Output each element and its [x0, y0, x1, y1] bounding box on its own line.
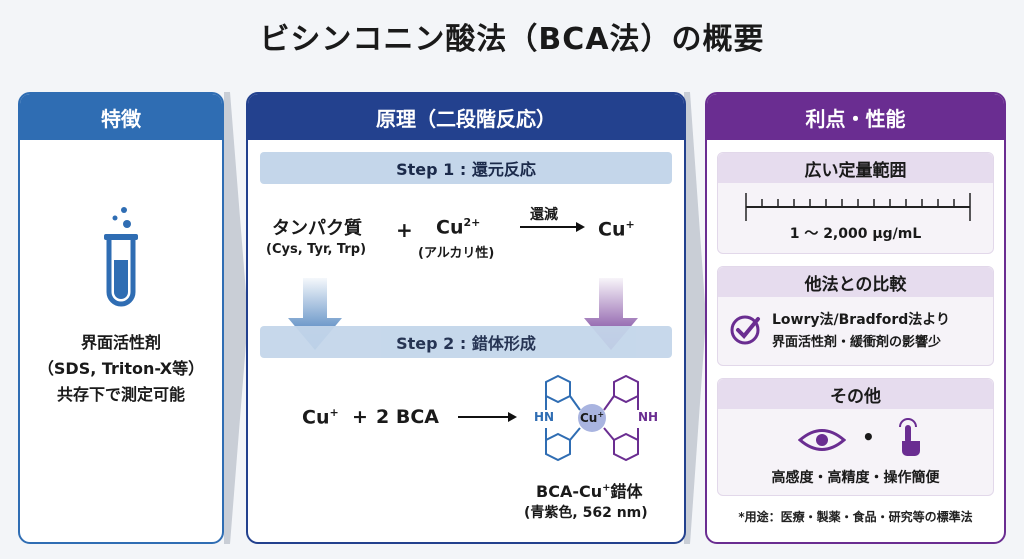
- separator-dot: •: [862, 425, 875, 449]
- reaction-arrow-icon: [458, 412, 517, 422]
- step1-bar: Step 1 : 還元反応: [260, 152, 672, 184]
- cu2-label: Cu2+: [436, 216, 481, 239]
- touch-icon: [899, 418, 920, 456]
- compare-title: 他法との比較: [718, 267, 993, 297]
- nh-left-label: HN: [534, 410, 555, 424]
- advantages-panel: 利点・性能 広い定量範囲 1 ～ 2,000 μg/mL 他法との比較 Lowr…: [705, 92, 1006, 544]
- plus-sign: +: [396, 218, 413, 242]
- principle-header: 原理（二段階反応）: [248, 94, 684, 140]
- complex-note: (青紫色, 562 nm): [524, 505, 648, 521]
- step2-bar: Step 2 : 錯体形成: [260, 326, 672, 358]
- other-box: その他 • 高感度・高精度・操作簡便: [717, 378, 994, 496]
- test-tube-icon: [104, 207, 138, 307]
- nh-right-label: NH: [638, 410, 659, 424]
- alkaline-label: (アルカリ性): [418, 246, 495, 261]
- eye-icon: [798, 429, 846, 451]
- check-circle-icon: [730, 315, 760, 345]
- features-line: 界面活性剤: [80, 333, 161, 352]
- range-box: 広い定量範囲 1 ～ 2,000 μg/mL: [717, 152, 994, 254]
- principle-panel: 原理（二段階反応） Step 1 : 還元反応 タンパク質 (Cys, Tyr,…: [246, 92, 686, 544]
- advantages-header: 利点・性能: [707, 94, 1004, 140]
- chevron-right-icon: [224, 92, 248, 544]
- features-line: 共存下で測定可能: [56, 385, 185, 404]
- features-line: （SDS, Triton-X等）: [37, 359, 205, 378]
- compare-line: 界面活性剤・緩衝剤の影響少: [772, 335, 942, 350]
- features-text: 界面活性剤 （SDS, Triton-X等） 共存下で測定可能: [20, 330, 222, 408]
- bca-cu-complex-icon: [545, 374, 639, 462]
- chevron-right-icon: [684, 92, 706, 544]
- residues-label: (Cys, Tyr, Trp): [266, 242, 367, 257]
- compare-box: 他法との比較 Lowry法/Bradford法より 界面活性剤・緩衝剤の影響少: [717, 266, 994, 366]
- reaction-arrow-icon: [520, 222, 585, 232]
- cu1-product: Cu+: [598, 218, 635, 241]
- features-header: 特徴: [20, 94, 222, 140]
- reduction-label: 還減: [530, 207, 558, 223]
- compare-line: Lowry法/Bradford法より: [772, 312, 951, 328]
- other-title: その他: [718, 379, 993, 409]
- complex-center-label: Cu+: [580, 410, 605, 425]
- protein-label: タンパク質: [272, 218, 362, 239]
- range-value: 1 ～ 2,000 μg/mL: [789, 226, 922, 242]
- other-text: 高感度・高精度・操作簡便: [771, 470, 940, 486]
- plus-sign: +: [352, 406, 368, 428]
- page-title: ビシンコニン酸法（BCA法）の概要: [259, 22, 765, 57]
- cu1-reactant: Cu+: [302, 406, 339, 429]
- footnote: *用途：医療・製薬・食品・研究等の標準法: [738, 510, 973, 524]
- features-panel: 特徴 界面活性剤 （SDS, Triton-X等） 共存下で測定可能: [18, 92, 224, 544]
- bca-label: 2 BCA: [376, 406, 439, 428]
- complex-name: BCA-Cu+錯体: [536, 482, 643, 501]
- scale-ruler-icon: [745, 193, 971, 221]
- range-title: 広い定量範囲: [718, 153, 993, 183]
